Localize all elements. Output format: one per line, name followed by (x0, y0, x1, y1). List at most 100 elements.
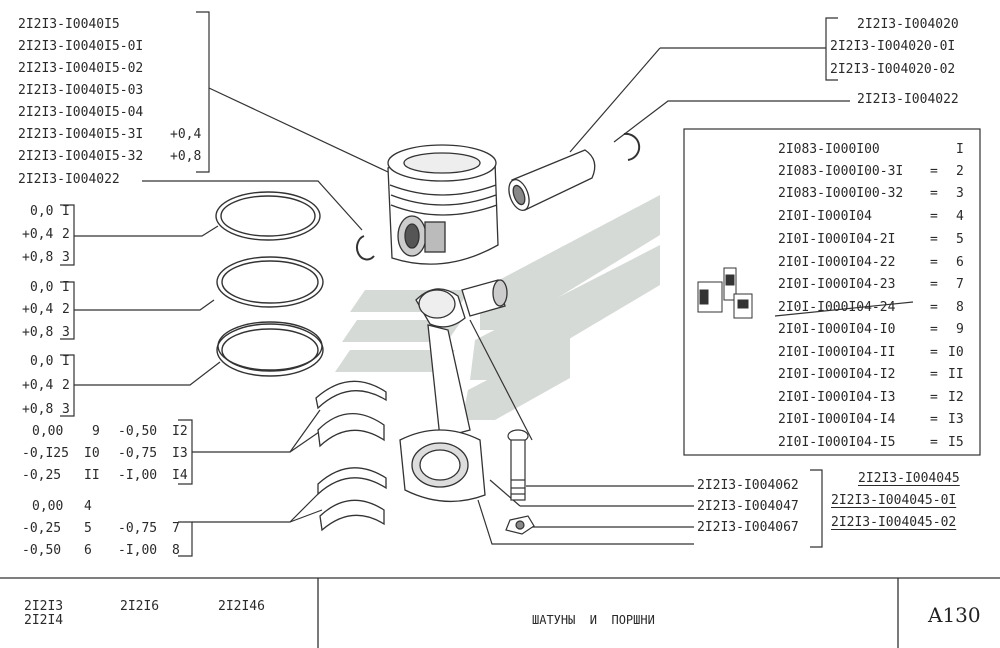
kit-row-code: 2I0I-I000I04-I0 (778, 322, 896, 337)
bearing-size: 0,00 (32, 424, 64, 439)
kit-row-code: 2I083-I000I00-32 (778, 186, 904, 201)
fastener-part-bolt: 2I2I3-I004062 (697, 478, 799, 493)
bearing-num: I0 (84, 446, 100, 461)
kit-row-code: 2I0I-I000I04-II (778, 345, 896, 360)
kit-row-num: 8 (956, 300, 964, 315)
kit-row-num: 6 (956, 255, 964, 270)
connecting-rod-drawing (399, 288, 486, 503)
piston-pin-drawing (508, 149, 596, 211)
kit-row-eq: = (930, 345, 938, 360)
bearing-size: -0,75 (118, 446, 158, 461)
rod-part-1: 2I2I3-I004045 (858, 471, 960, 486)
ring-size: +0,8 (22, 325, 54, 340)
ring-num: I (62, 204, 70, 219)
kit-row-code: 2I0I-I000I04-23 (778, 277, 896, 292)
ring-num: 3 (62, 250, 70, 265)
kit-row-code: 2I0I-I000I04 (778, 209, 872, 224)
ring-size: +0,8 (22, 250, 54, 265)
kit-row-num: I3 (948, 412, 964, 427)
kit-row-code: 2I0I-I000I04-I5 (778, 435, 896, 450)
fastener-part-nut: 2I2I3-I004067 (697, 520, 799, 535)
bearing-size: -0,50 (22, 543, 62, 558)
piston-size-1: +0,4 (170, 127, 202, 142)
ring-size: +0,8 (22, 402, 54, 417)
ring-num: 2 (62, 227, 70, 242)
kit-row-num: 7 (956, 277, 964, 292)
bearing-size: 0,00 (32, 499, 64, 514)
bearing-size: -0,25 (22, 521, 62, 536)
rod-bush-drawing (461, 279, 508, 317)
kit-row-num: I (956, 142, 964, 157)
ring-bracket-1 (60, 204, 75, 266)
bearing-num: 6 (84, 543, 92, 558)
kit-row-eq: = (930, 164, 938, 179)
footer-model-2: 2I2I6 (120, 599, 160, 614)
kit-row-code: 2I0I-I000I04-I3 (778, 390, 896, 405)
page-title: ШАТУНЫ И ПОРШНИ (532, 613, 655, 627)
ring-size: +0,4 (22, 227, 54, 242)
page-number: A130 (928, 603, 981, 627)
kit-row-eq: = (930, 255, 938, 270)
kit-row-num: 3 (956, 186, 964, 201)
bolt-drawing (507, 429, 529, 501)
kit-row-code: 2I0I-I000I04-24 (778, 300, 896, 315)
bearing-num: I3 (172, 446, 188, 461)
ring-size: +0,4 (22, 302, 54, 317)
rod-part-2: 2I2I3-I004045-0I (831, 493, 957, 508)
ring-num: 2 (62, 378, 70, 393)
ring-num: 2 (62, 302, 70, 317)
bearing-num: I2 (172, 424, 188, 439)
kit-row-eq: = (930, 232, 938, 247)
retainer-clip-left (356, 235, 375, 261)
piston-part-4: 2I2I3-I0040I5-03 (18, 83, 144, 98)
kit-row-code: 2I0I-I000I04-I2 (778, 367, 896, 382)
pin-bracket (825, 17, 838, 81)
fastener-bracket (810, 469, 823, 548)
ring-num: I (62, 280, 70, 295)
piston-part-1: 2I2I3-I0040I5 (18, 17, 120, 32)
kit-row-eq: = (930, 277, 938, 292)
kit-row-code: 2I0I-I000I04-I4 (778, 412, 896, 427)
bearing-bracket-2 (178, 521, 193, 557)
kit-row-num: 2 (956, 164, 964, 179)
piston-part-2: 2I2I3-I0040I5-0I (18, 39, 144, 54)
piston-bracket (196, 11, 210, 173)
bearing-num: II (84, 468, 100, 483)
bearing-num: 7 (172, 521, 180, 536)
bearing-size: -0,75 (118, 521, 158, 536)
kit-row-eq: = (930, 209, 938, 224)
ring-num: I (62, 354, 70, 369)
ring-size: 0,0 (30, 280, 54, 295)
kit-row-8-strike (774, 301, 914, 317)
kit-row-num: I5 (948, 435, 964, 450)
kit-row-eq: = (930, 412, 938, 427)
kit-box-icon (697, 267, 753, 319)
kit-row-code: 2I0I-I000I04-2I (778, 232, 896, 247)
kit-row-eq: = (930, 300, 938, 315)
bearing-num: 4 (84, 499, 92, 514)
bearing-shells-drawing (315, 380, 387, 532)
bearing-size: -I,00 (118, 468, 158, 483)
pin-part-2: 2I2I3-I004020-0I (830, 39, 956, 54)
footer-model-1: 2I2I3 (24, 599, 64, 614)
kit-row-code: 2I083-I000I00-3I (778, 164, 904, 179)
bearing-size: -0,50 (118, 424, 158, 439)
piston-rings-drawing (215, 191, 324, 377)
footer-model-4: 2I2I4 (24, 613, 64, 628)
kit-row-num: 4 (956, 209, 964, 224)
bearing-num: 9 (92, 424, 100, 439)
kit-row-eq: = (930, 435, 938, 450)
pin-part-1: 2I2I3-I004020 (857, 17, 959, 32)
kit-row-num: 5 (956, 232, 964, 247)
bearing-size: -I,00 (118, 543, 158, 558)
fastener-part-2: 2I2I3-I004047 (697, 499, 799, 514)
kit-table-frame (683, 128, 981, 456)
ring-size: 0,0 (30, 204, 54, 219)
kit-row-code: 2I083-I000I00 (778, 142, 880, 157)
piston-drawing (387, 144, 499, 265)
piston-part-6: 2I2I3-I0040I5-3I (18, 127, 144, 142)
kit-row-code: 2I0I-I000I04-22 (778, 255, 896, 270)
piston-part-7: 2I2I3-I0040I5-32 (18, 149, 144, 164)
watermark-logo (335, 195, 660, 420)
